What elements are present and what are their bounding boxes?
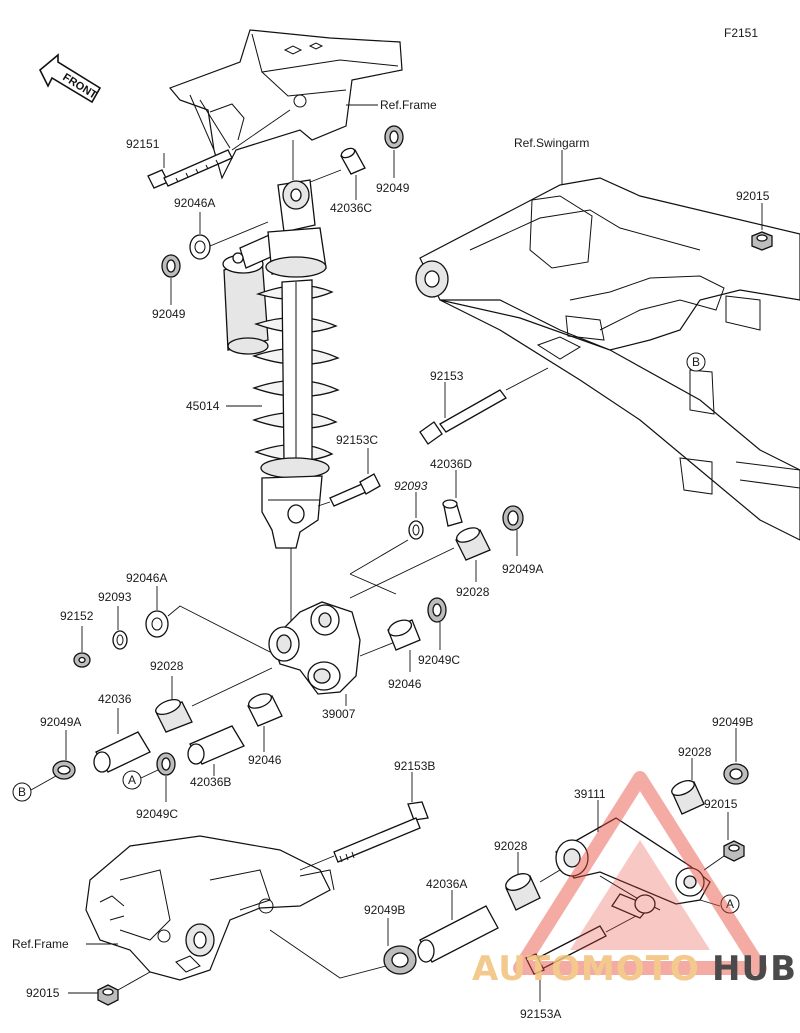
label-92093-left: 92093 bbox=[98, 590, 132, 604]
ref-frame-top-label: Ref.Frame bbox=[380, 98, 437, 112]
label-92153b: 92153B bbox=[394, 759, 435, 773]
link-39111 bbox=[555, 817, 711, 919]
seal-92049a-left bbox=[52, 760, 76, 780]
washer-92093-mid bbox=[408, 520, 424, 540]
label-92015-right: 92015 bbox=[704, 797, 738, 811]
rocker-arm-39007 bbox=[268, 601, 361, 695]
label-92046a-mid: 92046A bbox=[126, 571, 167, 585]
label-92046a-top: 92046A bbox=[174, 196, 215, 210]
seal-92049a-right bbox=[502, 505, 524, 531]
tube-42036 bbox=[93, 731, 151, 773]
shock-absorber-45014 bbox=[222, 140, 340, 549]
tube-42036b bbox=[187, 725, 245, 765]
label-92046-left: 92046 bbox=[248, 753, 282, 767]
washer-92093-left bbox=[112, 630, 128, 650]
label-92093-mid: 92093 bbox=[394, 479, 428, 493]
label-92049c-right: 92049C bbox=[418, 653, 460, 667]
label-92028-mid: 92028 bbox=[456, 585, 490, 599]
nut-92015-right bbox=[723, 840, 745, 862]
seal-92049-left bbox=[161, 254, 181, 278]
bolt-92153 bbox=[419, 389, 507, 445]
label-92153a: 92153A bbox=[520, 1007, 561, 1021]
label-39007: 39007 bbox=[322, 707, 356, 721]
svg-text:A: A bbox=[726, 897, 734, 911]
svg-text:B: B bbox=[692, 355, 700, 369]
callout-a-left: A bbox=[122, 770, 142, 790]
label-42036d: 42036D bbox=[430, 457, 472, 471]
ref-frame-bottom-label: Ref.Frame bbox=[12, 937, 69, 951]
label-92153: 92153 bbox=[430, 369, 464, 383]
callout-a-right: A bbox=[720, 894, 740, 914]
seal-92049c-right bbox=[427, 597, 447, 623]
nut-92015-top bbox=[751, 231, 773, 251]
label-92049-left: 92049 bbox=[152, 307, 186, 321]
label-92015-top: 92015 bbox=[736, 189, 770, 203]
collar-42036d bbox=[442, 499, 463, 527]
label-92049a-right: 92049A bbox=[502, 562, 543, 576]
seal-92049b-right bbox=[723, 763, 749, 785]
automotohub-watermark: AUTOMOTO HUB bbox=[472, 771, 797, 989]
seal-92049-top bbox=[384, 125, 404, 149]
label-42036b: 42036B bbox=[190, 775, 231, 789]
tube-42036a bbox=[417, 905, 499, 963]
ref-swingarm-label: Ref.Swingarm bbox=[514, 136, 589, 150]
bolt-92153a bbox=[525, 925, 607, 975]
bolt-92153b bbox=[333, 801, 429, 863]
nut-92015-bottom bbox=[97, 984, 119, 1006]
label-92028-right: 92028 bbox=[678, 745, 712, 759]
bolt-92153c bbox=[329, 473, 381, 507]
swingarm bbox=[415, 177, 800, 541]
bolt-92151 bbox=[147, 149, 233, 189]
label-92153c: 92153C bbox=[336, 433, 378, 447]
label-92049b-bottom: 92049B bbox=[364, 903, 405, 917]
collar-92028-bottom bbox=[505, 873, 541, 911]
bearing-92046-left bbox=[247, 693, 283, 727]
svg-text:B: B bbox=[18, 785, 26, 799]
automotohub-logo-icon bbox=[513, 771, 767, 975]
label-92028-bottom: 92028 bbox=[494, 839, 528, 853]
diagram-code: F2151 bbox=[724, 26, 758, 40]
seal-92049c-left bbox=[156, 752, 176, 776]
collar-92028-right bbox=[671, 780, 705, 815]
collar-42036c bbox=[340, 147, 366, 175]
label-45014: 45014 bbox=[186, 399, 220, 413]
label-42036c: 42036C bbox=[330, 201, 372, 215]
label-92152: 92152 bbox=[60, 609, 94, 623]
label-92151: 92151 bbox=[126, 137, 160, 151]
frame-lower bbox=[85, 835, 335, 981]
label-42036a: 42036A bbox=[426, 877, 467, 891]
svg-text:A: A bbox=[128, 773, 136, 787]
bearing-92046a-top bbox=[189, 234, 211, 260]
seal-92049b-bottom bbox=[383, 945, 417, 975]
collar-92028-mid bbox=[455, 527, 491, 561]
callout-b-swingarm: B bbox=[686, 352, 706, 372]
bearing-92046-right bbox=[387, 619, 421, 651]
label-92049a-left: 92049A bbox=[40, 715, 81, 729]
watermark-text-2: HUB bbox=[712, 949, 797, 989]
label-92046-right: 92046 bbox=[388, 677, 422, 691]
label-39111: 39111 bbox=[574, 787, 606, 801]
label-92049c-left: 92049C bbox=[136, 807, 178, 821]
label-92049b-right: 92049B bbox=[712, 715, 753, 729]
front-arrow-icon: FRONT bbox=[39, 53, 102, 104]
watermark-text-1: AUTOMOTO bbox=[472, 949, 700, 989]
frame-bracket-top bbox=[168, 29, 403, 180]
bearing-92046a-mid bbox=[145, 610, 169, 638]
washer-92152 bbox=[73, 652, 91, 668]
collar-92028-left bbox=[155, 698, 193, 733]
callout-b-left: B bbox=[12, 782, 32, 802]
label-92049-top: 92049 bbox=[376, 181, 410, 195]
label-42036: 42036 bbox=[98, 692, 132, 706]
label-92015-bottom: 92015 bbox=[26, 986, 60, 1000]
label-92028-left: 92028 bbox=[150, 659, 184, 673]
